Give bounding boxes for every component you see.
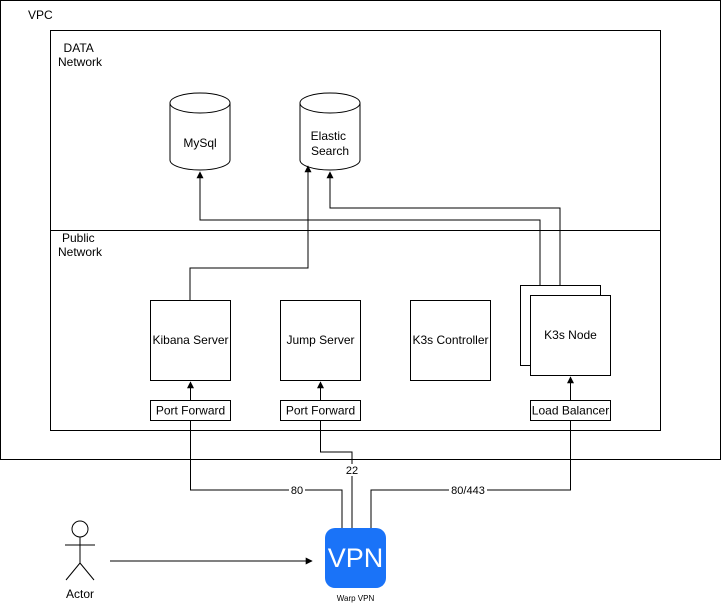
public-network-label: Public Network (58, 231, 103, 259)
actor-figure[interactable] (65, 520, 95, 581)
kibana-port-forward[interactable] (150, 400, 231, 421)
data-network-label-line-2: Network (58, 55, 103, 69)
vpn-to-kibana-connector (190, 421, 343, 528)
actor-left-leg (65, 562, 81, 581)
kibana-port-forward-label: Port Forward (156, 404, 225, 418)
kibana-server[interactable] (150, 300, 231, 381)
port-22-label-bg (344, 464, 360, 476)
k3s-node[interactable]: K3s Node (520, 285, 611, 376)
vpc-label: VPC (28, 8, 53, 22)
k3s-to-mysql-connector (196, 171, 541, 285)
port-80-label-bg (289, 484, 305, 496)
jump-port-forward[interactable] (280, 400, 361, 421)
public-network-label-line-2: Network (58, 245, 103, 259)
jump-server-label: Jump Server (286, 333, 354, 347)
port-80-label: 80 (291, 485, 303, 497)
elastic-search-label-line-2: Search (311, 144, 349, 158)
vpn-icon[interactable]: VPN (325, 528, 386, 588)
k3s-controller[interactable] (410, 300, 491, 381)
vpn-to-jump-connector (320, 421, 353, 528)
jump-server[interactable] (280, 300, 361, 381)
jump-port-forward-label: Port Forward (286, 404, 355, 418)
vpn-icon-text: VPN (328, 543, 384, 573)
port-80-443-label-bg (449, 484, 487, 496)
k3s-node-label: K3s Node (544, 328, 597, 342)
load-balancer-label: Load Balancer (532, 404, 609, 418)
port-22-label: 22 (346, 465, 358, 477)
port-80-443-label: 80/443 (451, 485, 485, 497)
load-balancer[interactable] (530, 400, 611, 421)
k3s-node-front-card (530, 295, 611, 376)
elastic-search-database[interactable]: Elastic Search (299, 92, 361, 171)
k3s-to-elastic-connector (326, 171, 561, 285)
kibana-to-elastic-connector (189, 165, 312, 300)
actor-label: Actor (66, 587, 94, 601)
mysql-database[interactable]: MySql (169, 92, 231, 171)
mysql-label: MySql (183, 136, 216, 150)
vpn-caption: Warp VPN (337, 594, 375, 603)
data-network-label-line-1: DATA (64, 41, 94, 55)
data-network-label: DATA Network (58, 41, 103, 69)
kibana-server-label: Kibana Server (152, 333, 228, 347)
k3s-controller-label: K3s Controller (412, 333, 488, 347)
elastic-search-label: Elastic Search (311, 129, 350, 158)
actor-right-leg (79, 562, 95, 581)
elastic-search-label-line-1: Elastic (311, 129, 346, 143)
actor-head (71, 520, 89, 538)
public-network-label-line-1: Public (62, 231, 95, 245)
